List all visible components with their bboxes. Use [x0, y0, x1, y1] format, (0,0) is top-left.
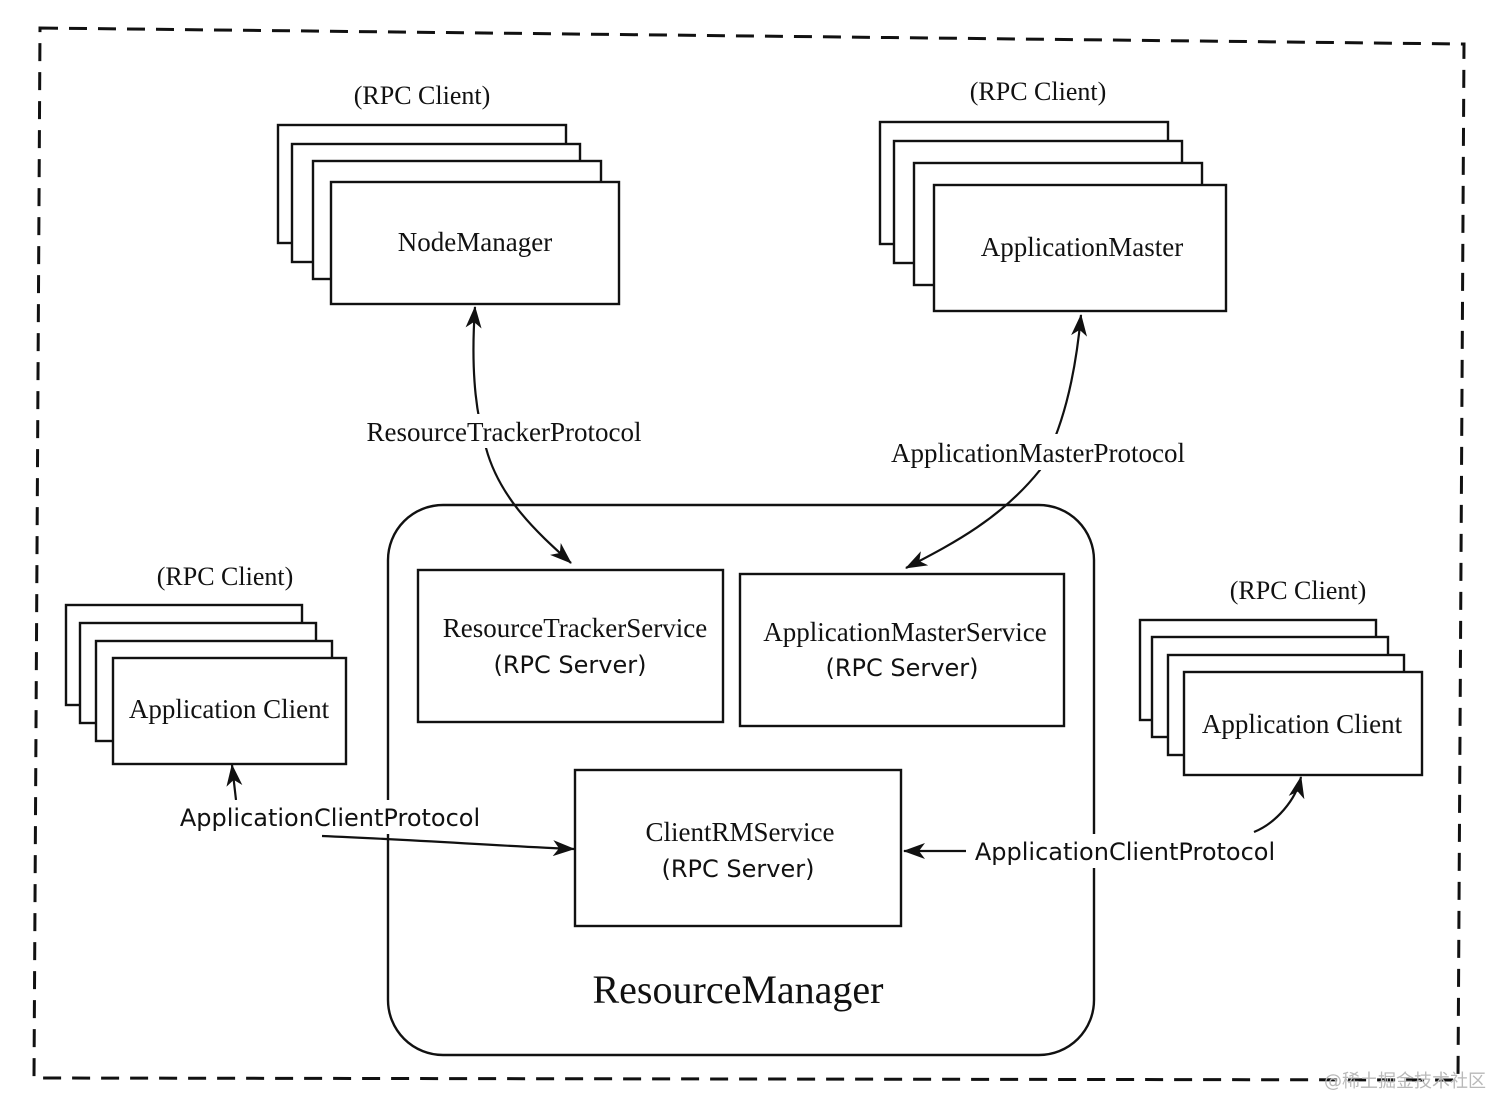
- resource-tracker-service: ResourceTrackerService (RPC Server): [416, 568, 725, 724]
- application-client-right-label: Application Client: [1202, 709, 1403, 739]
- application-client-left-rpc-client-tag: (RPC Client): [157, 562, 294, 591]
- application-client-right-stack: (RPC Client) Application Client: [1138, 576, 1424, 777]
- resource-tracker-protocol-label: ResourceTrackerProtocol: [367, 417, 642, 447]
- resource-manager-label: ResourceManager: [593, 967, 884, 1012]
- application-client-protocol-left-label: ApplicationClientProtocol: [180, 804, 480, 832]
- client-rm-service: ClientRMService (RPC Server): [573, 768, 903, 928]
- resource-tracker-service-server-tag: (RPC Server): [494, 651, 647, 679]
- client-rm-service-label: ClientRMService: [646, 817, 835, 847]
- application-master-label: ApplicationMaster: [981, 232, 1183, 262]
- application-master-stack: (RPC Client) ApplicationMaster: [878, 77, 1228, 313]
- watermark-text: @稀土掘金技术社区: [1324, 1071, 1486, 1092]
- node-manager-box: [329, 180, 621, 306]
- application-master-protocol-edge: [905, 314, 1088, 569]
- application-client-protocol-right-edge: [904, 777, 1301, 851]
- node-manager-rpc-client-tag: (RPC Client): [354, 81, 491, 110]
- application-master-protocol-label: ApplicationMasterProtocol: [891, 438, 1185, 468]
- resource-tracker-service-label: ResourceTrackerService: [443, 613, 707, 643]
- application-master-rpc-client-tag: (RPC Client): [970, 77, 1107, 106]
- outer-dashed-boundary: [32, 26, 1466, 1082]
- client-rm-service-server-tag: (RPC Server): [662, 855, 815, 883]
- application-master-service: ApplicationMasterService (RPC Server): [738, 572, 1066, 728]
- application-master-service-label: ApplicationMasterService: [763, 617, 1046, 647]
- application-client-left-stack: (RPC Client) Application Client: [64, 562, 348, 766]
- node-manager-stack: (RPC Client) NodeManager: [276, 81, 621, 306]
- application-client-protocol-right-label: ApplicationClientProtocol: [975, 838, 1275, 866]
- application-client-protocol-left-edge: [232, 765, 574, 849]
- node-manager-label: NodeManager: [398, 227, 552, 257]
- application-client-left-label: Application Client: [129, 694, 330, 724]
- application-master-box: [932, 183, 1228, 313]
- application-client-right-rpc-client-tag: (RPC Client): [1230, 576, 1367, 605]
- application-master-service-server-tag: (RPC Server): [826, 654, 979, 682]
- resource-tracker-protocol-edge: [465, 306, 572, 564]
